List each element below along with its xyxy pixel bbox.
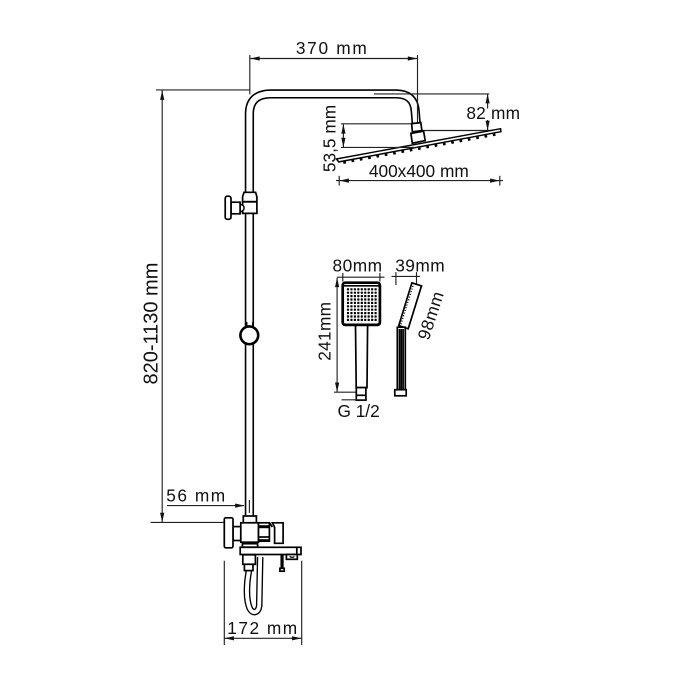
svg-text:820-1130 mm: 820-1130 mm [141, 263, 163, 385]
svg-text:G 1/2: G 1/2 [337, 401, 379, 421]
svg-text:80mm: 80mm [332, 255, 382, 275]
svg-text:53,5 mm: 53,5 mm [320, 105, 340, 172]
svg-text:82 mm: 82 mm [466, 103, 520, 123]
svg-text:400x400 mm: 400x400 mm [369, 161, 469, 181]
svg-text:172 mm: 172 mm [227, 618, 298, 638]
svg-text:241mm: 241mm [314, 302, 334, 361]
svg-text:370 mm: 370 mm [296, 38, 369, 58]
svg-text:56 mm: 56 mm [166, 486, 226, 506]
svg-text:39mm: 39mm [395, 255, 445, 275]
